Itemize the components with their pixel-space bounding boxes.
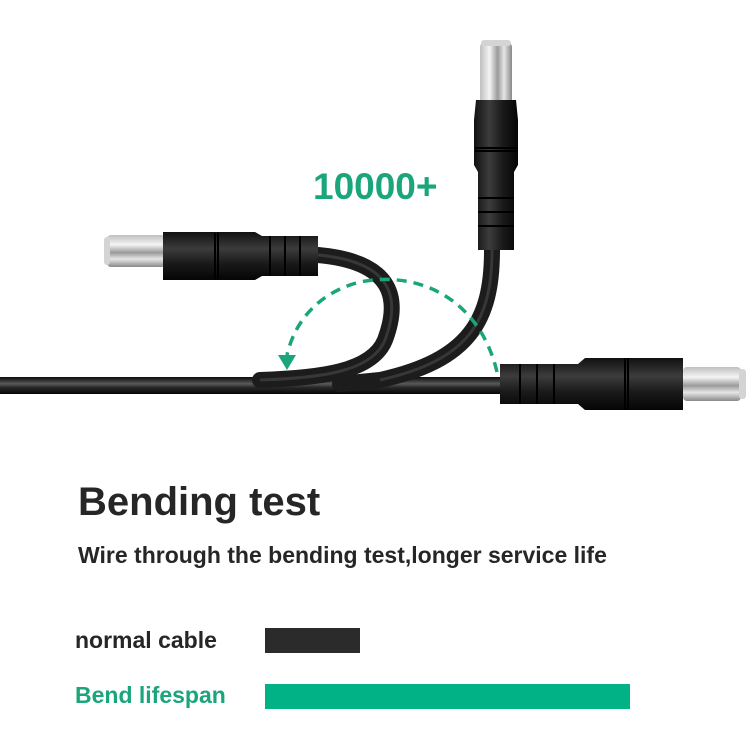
bend-lifespan-label: Bend lifespan [75, 682, 226, 708]
page-title: Bending test [78, 480, 321, 524]
bend-count-label: 10000+ [313, 166, 438, 207]
cable-illustration: 10000+ [0, 40, 746, 410]
bend-lifespan-bar [265, 684, 630, 709]
normal-cable-bar [265, 628, 360, 653]
page-subtitle: Wire through the bending test,longer ser… [78, 542, 607, 568]
left-dc-plug [104, 232, 318, 280]
right-dc-plug [500, 358, 746, 410]
bend-arc-icon [278, 277, 499, 373]
top-dc-plug [474, 40, 518, 250]
normal-cable-label: normal cable [75, 627, 217, 653]
